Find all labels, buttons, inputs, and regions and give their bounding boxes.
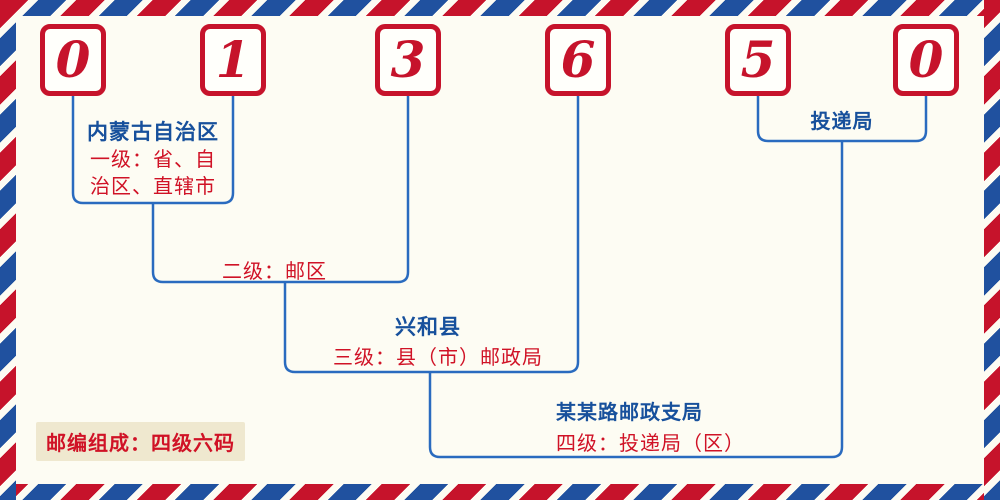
airmail-border-bottom xyxy=(0,484,1000,500)
digit-box-3: 3 xyxy=(375,24,441,96)
composition-note: 邮编组成：四级六码 xyxy=(36,422,245,461)
level2-label: 二级：邮区 xyxy=(222,259,327,283)
digit-box-2: 1 xyxy=(200,24,266,96)
level1-label: 一级：省、自治区、直辖市 xyxy=(90,147,216,198)
postal-digit-2: 1 xyxy=(215,30,251,89)
level4-label: 四级：投递局（区） xyxy=(556,431,745,455)
level3-connector-line xyxy=(283,96,580,374)
digit-box-4: 6 xyxy=(545,24,611,96)
level3-label: 三级：县（市）邮政局 xyxy=(333,345,543,369)
delivery-office-label: 投递局 xyxy=(810,109,874,133)
digit-box-6: 0 xyxy=(893,24,959,96)
postal-digit-5: 5 xyxy=(740,30,776,89)
postal-digit-3: 3 xyxy=(390,30,426,89)
digit-box-1: 0 xyxy=(40,24,106,96)
airmail-border-right xyxy=(984,0,1000,500)
airmail-border-top xyxy=(0,0,1000,16)
level1-region-name: 内蒙古自治区 xyxy=(87,120,219,144)
postal-digit-4: 6 xyxy=(560,30,596,89)
airmail-border-left xyxy=(0,0,16,500)
level4-connector-line xyxy=(428,141,844,459)
delivery-bracket-line xyxy=(756,96,928,143)
level2-connector-line xyxy=(151,96,410,284)
level3-region-name: 兴和县 xyxy=(395,315,461,339)
postal-digit-6: 0 xyxy=(908,30,944,89)
level4-region-name: 某某路邮政支局 xyxy=(556,400,703,424)
digit-box-5: 5 xyxy=(725,24,791,96)
postal-digit-1: 0 xyxy=(55,30,91,89)
